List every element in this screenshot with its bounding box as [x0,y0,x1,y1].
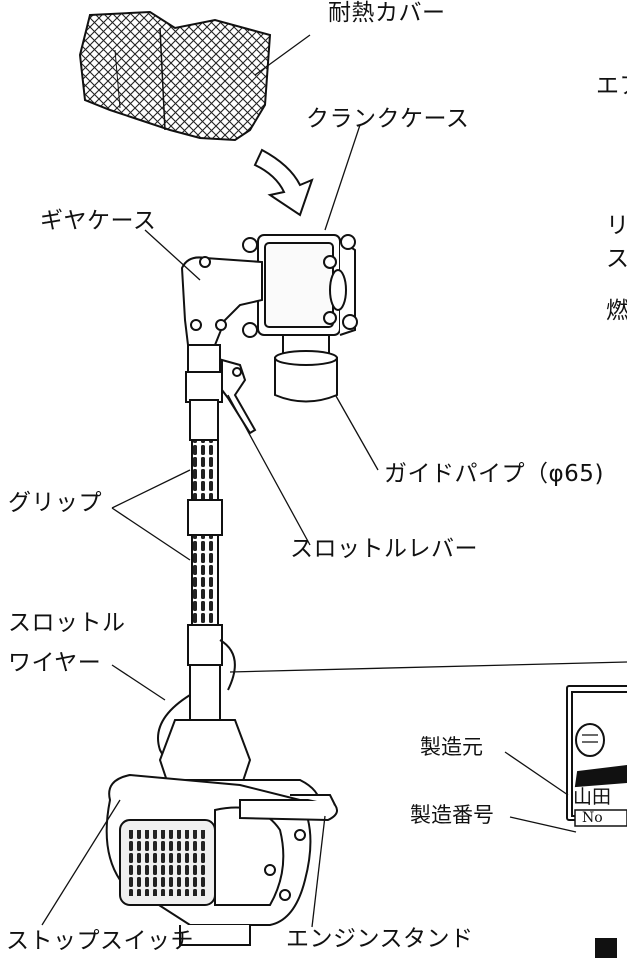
nameplate-maker: 山田 [573,786,612,808]
right-edge-text-fuel: 燃 [606,298,627,324]
shaft-and-grip [185,344,257,726]
nameplate-no: No [582,810,603,826]
label-serial-no: 製造番号 [410,803,494,827]
guide-pipe-shape [274,334,338,403]
label-crank-case: クランクケース [306,106,470,132]
leader-lines [41,34,627,928]
right-edge-text-su: ス [606,246,627,272]
heat-cover-shape [78,10,272,142]
label-guide-pipe: ガイドパイプ（φ65) [384,461,604,487]
label-throttle-wire-line2: ワイヤー [8,650,102,676]
label-grip: グリップ [8,490,102,516]
crank-case-shape [242,234,358,338]
section-bullet-square [595,938,617,958]
right-edge-text-ri: リ [606,213,627,239]
label-heat-cover: 耐熱カバー [328,0,446,26]
right-edge-text-air: エア [596,73,627,99]
label-manufacturer: 製造元 [420,735,483,759]
label-throttle-wire-line1: スロットル [8,610,126,636]
label-throttle-lever: スロットルレバー [290,536,478,562]
nameplate-shape [566,685,627,827]
label-gear-case: ギヤケース [40,208,157,234]
install-arrow [253,148,314,217]
label-stop-switch: ストップスイッチ [6,928,194,954]
label-engine-stand: エンジンスタンド [286,926,474,952]
engine-body-shape [105,719,338,946]
